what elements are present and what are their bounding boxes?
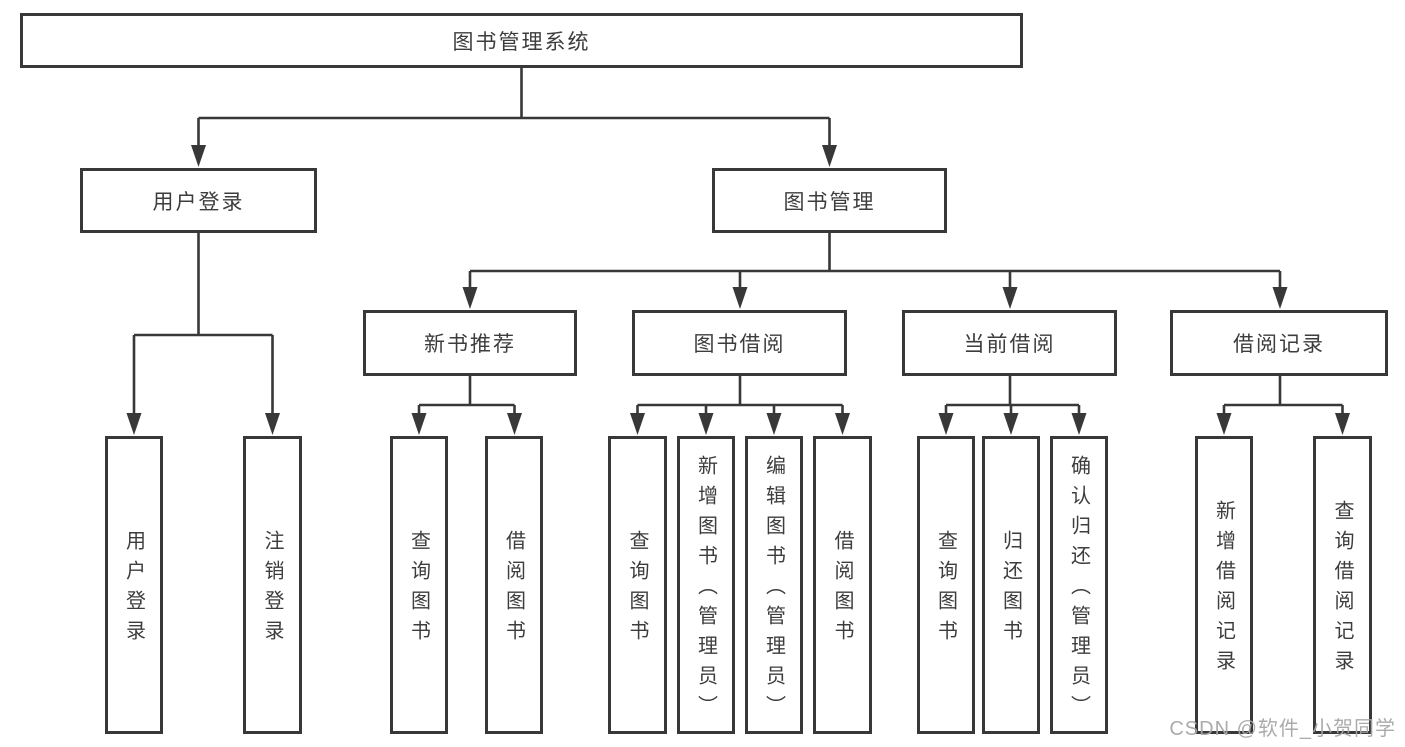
leaf-add-book-admin: 新增图书（管理员）: [677, 436, 735, 734]
arrow-heads: [126, 145, 1350, 435]
connector-user-login-branch: [132, 231, 274, 414]
leaf-label: 归还图书: [999, 530, 1022, 650]
node-label: 图书管理系统: [452, 30, 591, 54]
node-label: 新书推荐: [424, 333, 516, 356]
leaf-label: 新增借阅记录: [1212, 500, 1235, 680]
leaf-label: 查询图书: [626, 530, 648, 650]
leaf-confirm-return-admin: 确认归还（管理员）: [1050, 436, 1108, 734]
node-label: 图书管理: [783, 190, 876, 214]
leaf-label: 查询借阅记录: [1331, 500, 1353, 680]
csdn-watermark: CSDN @软件_小贺同学: [1169, 718, 1396, 740]
leaf-borrow-book-1: 借阅图书: [485, 436, 543, 734]
leaf-label: 用户登录: [122, 530, 145, 650]
leaf-label: 查询图书: [407, 530, 430, 650]
leaf-user-login: 用户登录: [105, 436, 163, 734]
node-book-borrow: 图书借阅: [632, 310, 847, 376]
leaf-label: 新增图书（管理员）: [694, 455, 717, 725]
leaf-label: 编辑图书（管理员）: [762, 455, 785, 725]
leaf-label: 确认归还（管理员）: [1067, 455, 1090, 725]
node-new-book-recommend: 新书推荐: [363, 310, 577, 376]
node-label: 借阅记录: [1233, 333, 1325, 356]
node-label: 用户登录: [152, 190, 245, 214]
leaf-return-book: 归还图书: [982, 436, 1040, 734]
leaf-logout: 注销登录: [243, 436, 302, 734]
leaf-label: 借阅图书: [831, 530, 853, 650]
node-library-management-system: 图书管理系统: [20, 13, 1023, 68]
node-label: 图书借阅: [693, 333, 786, 356]
connector-level3-branches: [417, 376, 1344, 414]
leaf-label: 查询图书: [934, 530, 957, 650]
leaf-label: 借阅图书: [502, 530, 525, 650]
node-user-login: 用户登录: [80, 168, 317, 233]
leaf-borrow-book-2: 借阅图书: [813, 436, 872, 734]
leaf-label: 注销登录: [261, 530, 283, 650]
leaf-query-borrow-record: 查询借阅记录: [1313, 436, 1372, 734]
leaf-query-book-1: 查询图书: [390, 436, 448, 734]
connector-book-mgmt-branch: [468, 232, 1282, 288]
leaf-query-book-3: 查询图书: [917, 436, 975, 734]
connector-root-to-level2: [197, 67, 831, 146]
node-label: 当前借阅: [963, 333, 1056, 356]
node-borrow-records: 借阅记录: [1170, 310, 1388, 376]
node-book-management: 图书管理: [712, 168, 947, 233]
leaf-add-borrow-record: 新增借阅记录: [1195, 436, 1253, 734]
node-current-borrow: 当前借阅: [902, 310, 1117, 376]
leaf-query-book-2: 查询图书: [608, 436, 667, 734]
leaf-edit-book-admin: 编辑图书（管理员）: [745, 436, 803, 734]
